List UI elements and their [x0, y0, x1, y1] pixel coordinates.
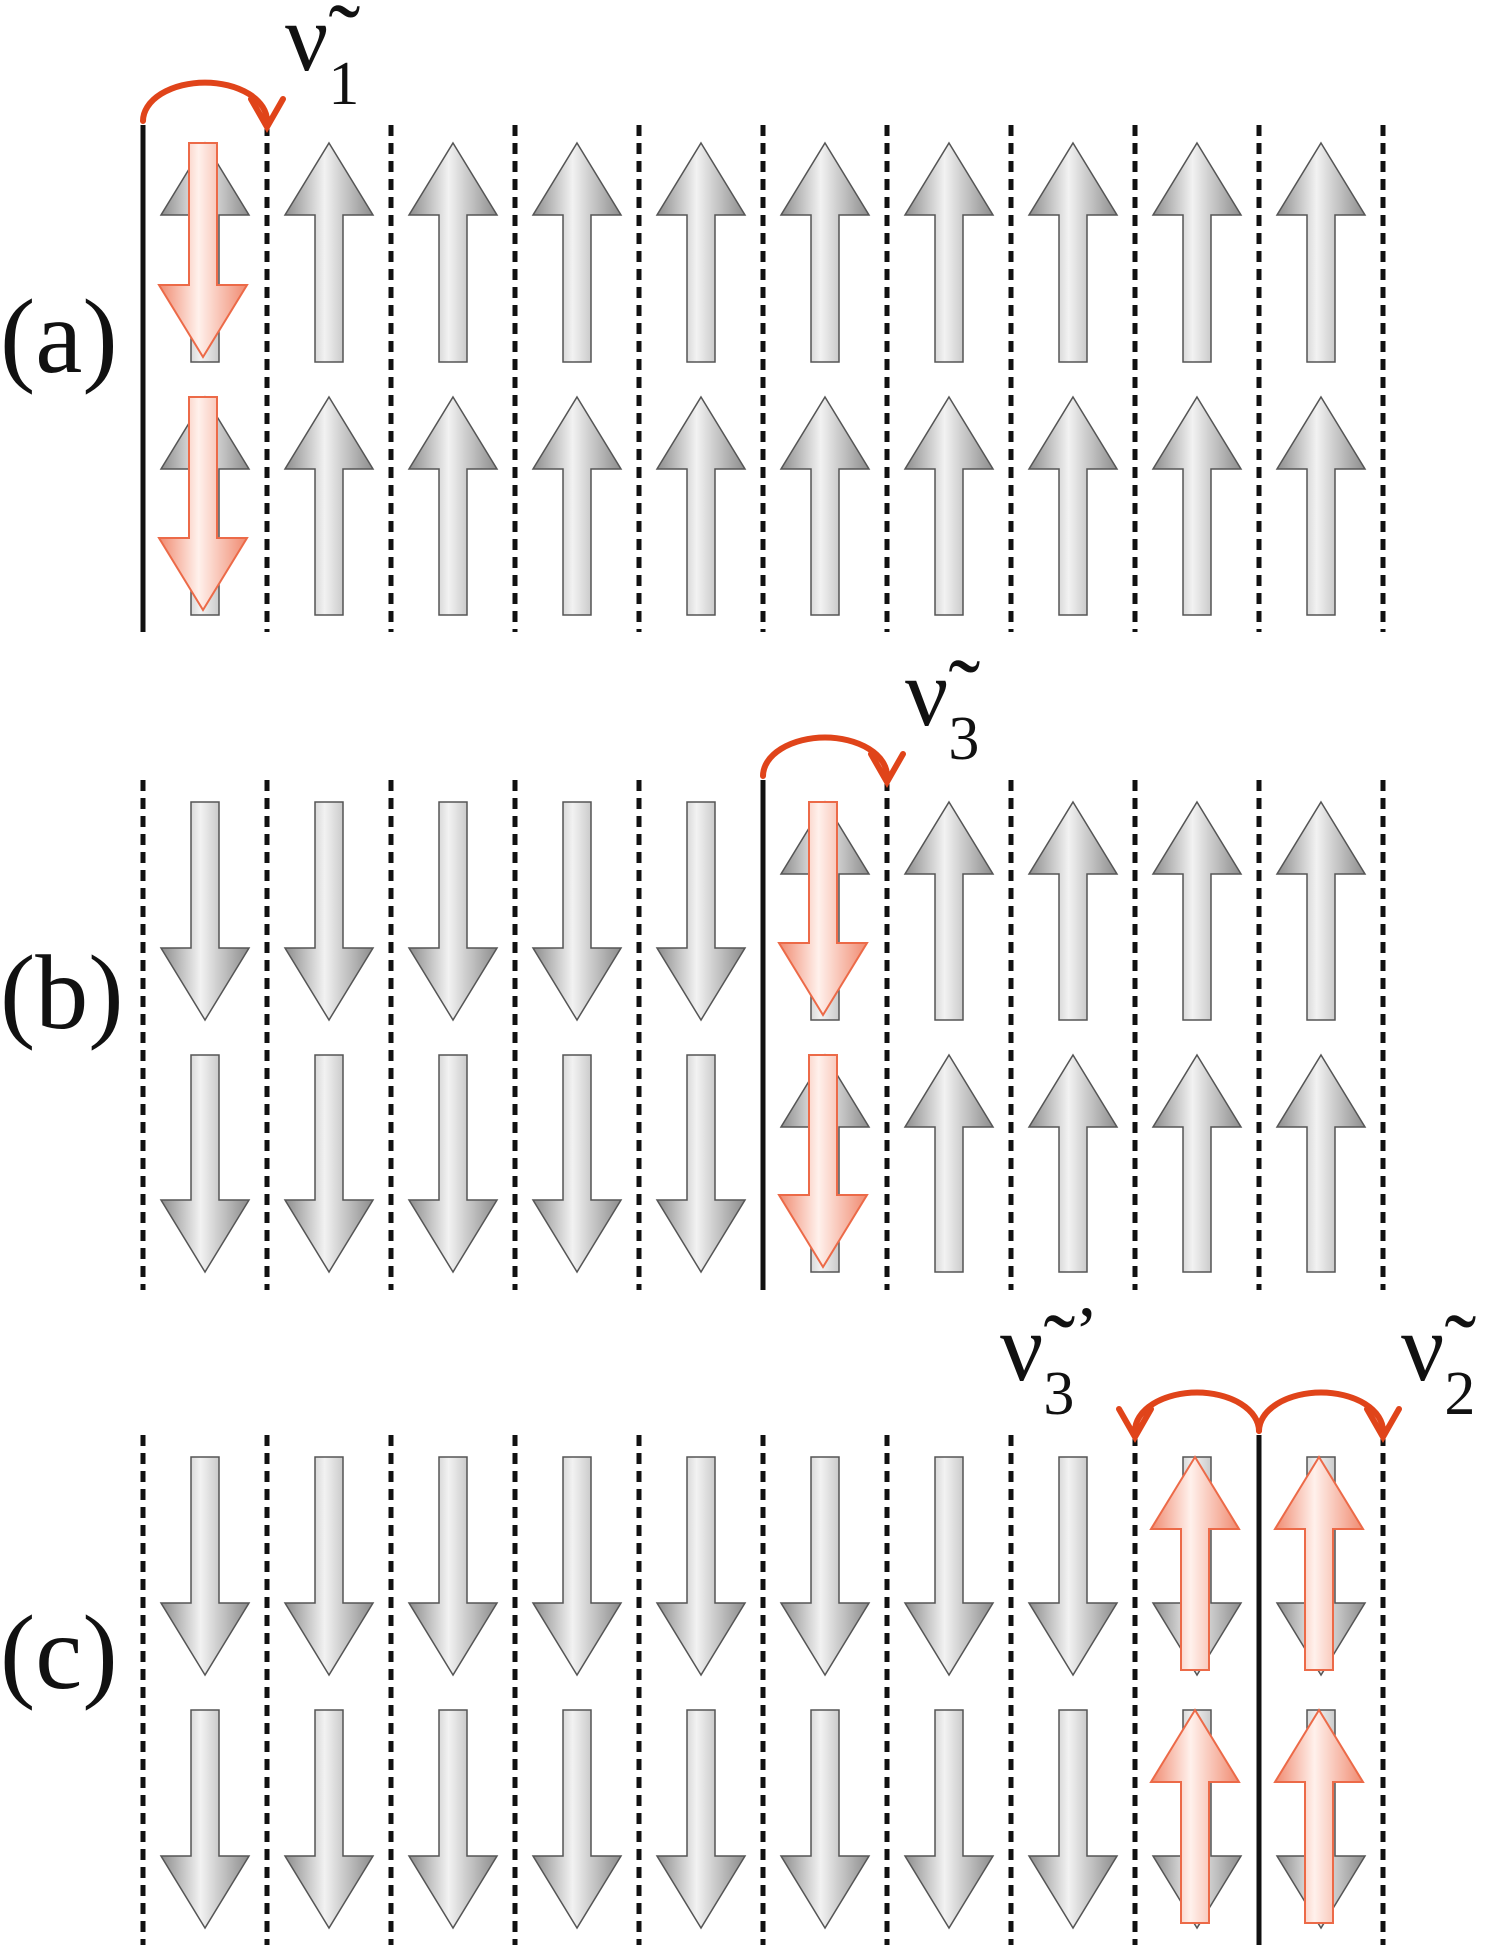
- flipped-spin-arrow-down: [157, 142, 249, 359]
- spin-arrow-down: [779, 1456, 871, 1677]
- spin-arrow-up: [1151, 141, 1243, 363]
- spin-arrow-up: [655, 395, 747, 616]
- spin-arrow-up: [283, 395, 375, 616]
- spin-arrow-down: [407, 1456, 499, 1677]
- spin-arrow-down: [159, 1456, 251, 1677]
- labels: (a) ν̃1 (b) ν̃3 (c) ν̃3’ ν̃2: [0, 0, 1476, 1711]
- spin-arrow-up: [1027, 395, 1119, 616]
- hop-arrowhead: [868, 751, 906, 789]
- spin-arrow-up: [1151, 800, 1243, 1021]
- hop-arrow: [760, 734, 906, 789]
- spin-arrow-up: [531, 395, 623, 616]
- spin-arrow-down: [159, 1054, 251, 1274]
- panel-label: (a): [0, 278, 118, 395]
- hop-arrows: [140, 79, 1402, 1444]
- spin-arrow-up: [655, 141, 747, 363]
- hop-arrowhead: [1364, 1406, 1402, 1444]
- spin-arrow-up: [1151, 395, 1243, 616]
- spin-arrow-up: [531, 141, 623, 363]
- spin-arrow-down: [283, 801, 375, 1022]
- spin-arrow-up: [1027, 141, 1119, 363]
- panel-label: (c): [0, 1594, 118, 1711]
- hop-rate-symbol: ν̃3’: [1000, 1292, 1098, 1428]
- hop-arrow: [1116, 1389, 1262, 1444]
- flipped-spin-arrow-down: [777, 1054, 869, 1269]
- spin-arrow-down: [531, 1054, 623, 1274]
- spin-arrow-down: [903, 1456, 995, 1677]
- spin-arrow-down: [531, 801, 623, 1022]
- flipped-spin-arrow-up: [1273, 1708, 1365, 1924]
- spin-arrow-up: [1027, 1053, 1119, 1273]
- hop-rate-prime: ’: [1074, 1292, 1098, 1372]
- hop-arc: [760, 734, 890, 779]
- spin-arrow-up: [283, 141, 375, 363]
- hop-arrowhead: [1116, 1406, 1154, 1444]
- spin-arrow-up: [1027, 800, 1119, 1021]
- panel-b: [159, 800, 1367, 1274]
- spin-arrow-up: [1275, 395, 1367, 616]
- spin-arrow-down: [531, 1709, 623, 1930]
- spin-arrow-up: [903, 800, 995, 1021]
- spin-arrow-down: [159, 1709, 251, 1930]
- panel-label: (b): [0, 934, 124, 1051]
- spin-arrow-up: [1275, 1053, 1367, 1273]
- spin-arrow-down: [407, 801, 499, 1022]
- spin-arrow-down: [1027, 1709, 1119, 1930]
- hop-arrow: [140, 79, 286, 134]
- hop-arc: [1132, 1389, 1262, 1434]
- boundary-lines: [140, 125, 1386, 1945]
- spin-arrow-down: [407, 1709, 499, 1930]
- hop-arrowhead: [248, 96, 286, 134]
- spin-arrow-down: [655, 801, 747, 1022]
- hop-arc: [140, 79, 270, 124]
- spin-arrow-up: [1151, 1053, 1243, 1273]
- spin-arrow-down: [655, 1709, 747, 1930]
- panel-a: [157, 141, 1367, 616]
- spin-arrow-down: [283, 1054, 375, 1274]
- spin-arrow-up: [779, 395, 871, 616]
- hop-rate-subscript: 1: [328, 50, 359, 118]
- hop-rate-symbol: ν̃3: [905, 639, 980, 773]
- spin-arrow-down: [655, 1054, 747, 1274]
- flipped-spin-arrow-down: [157, 396, 249, 612]
- spin-arrows: [157, 141, 1367, 1930]
- spin-arrow-down: [283, 1456, 375, 1677]
- spin-arrow-down: [655, 1456, 747, 1677]
- spin-arrow-down: [283, 1709, 375, 1930]
- spin-arrow-down: [903, 1709, 995, 1930]
- flipped-spin-arrow-up: [1149, 1708, 1241, 1924]
- spin-arrow-up: [779, 141, 871, 363]
- spin-arrow-up: [407, 141, 499, 363]
- spin-arrow-down: [531, 1456, 623, 1677]
- hop-rate-subscript: 2: [1444, 1360, 1475, 1428]
- spin-arrow-down: [407, 1054, 499, 1274]
- hop-rate-subscript: 3: [948, 705, 979, 773]
- spin-arrow-down: [1027, 1456, 1119, 1677]
- spin-arrow-up: [407, 395, 499, 616]
- spin-arrow-up: [1275, 800, 1367, 1021]
- hop-rate-subscript: 3: [1043, 1360, 1074, 1428]
- spin-arrow-up: [1275, 141, 1367, 363]
- hop-rate-symbol: ν̃1: [285, 0, 360, 118]
- spin-arrow-down: [779, 1709, 871, 1930]
- panel-c: [159, 1455, 1367, 1930]
- hop-arrow: [1256, 1389, 1402, 1444]
- flipped-spin-arrow-down: [777, 801, 869, 1017]
- flipped-spin-arrow-up: [1273, 1455, 1365, 1671]
- hop-arc: [1256, 1389, 1386, 1434]
- spin-arrow-up: [903, 395, 995, 616]
- flipped-spin-arrow-up: [1149, 1455, 1241, 1671]
- spin-arrow-down: [159, 801, 251, 1022]
- spin-arrow-up: [903, 1053, 995, 1273]
- spin-arrow-up: [903, 141, 995, 363]
- hop-rate-symbol: ν̃2: [1401, 1294, 1476, 1428]
